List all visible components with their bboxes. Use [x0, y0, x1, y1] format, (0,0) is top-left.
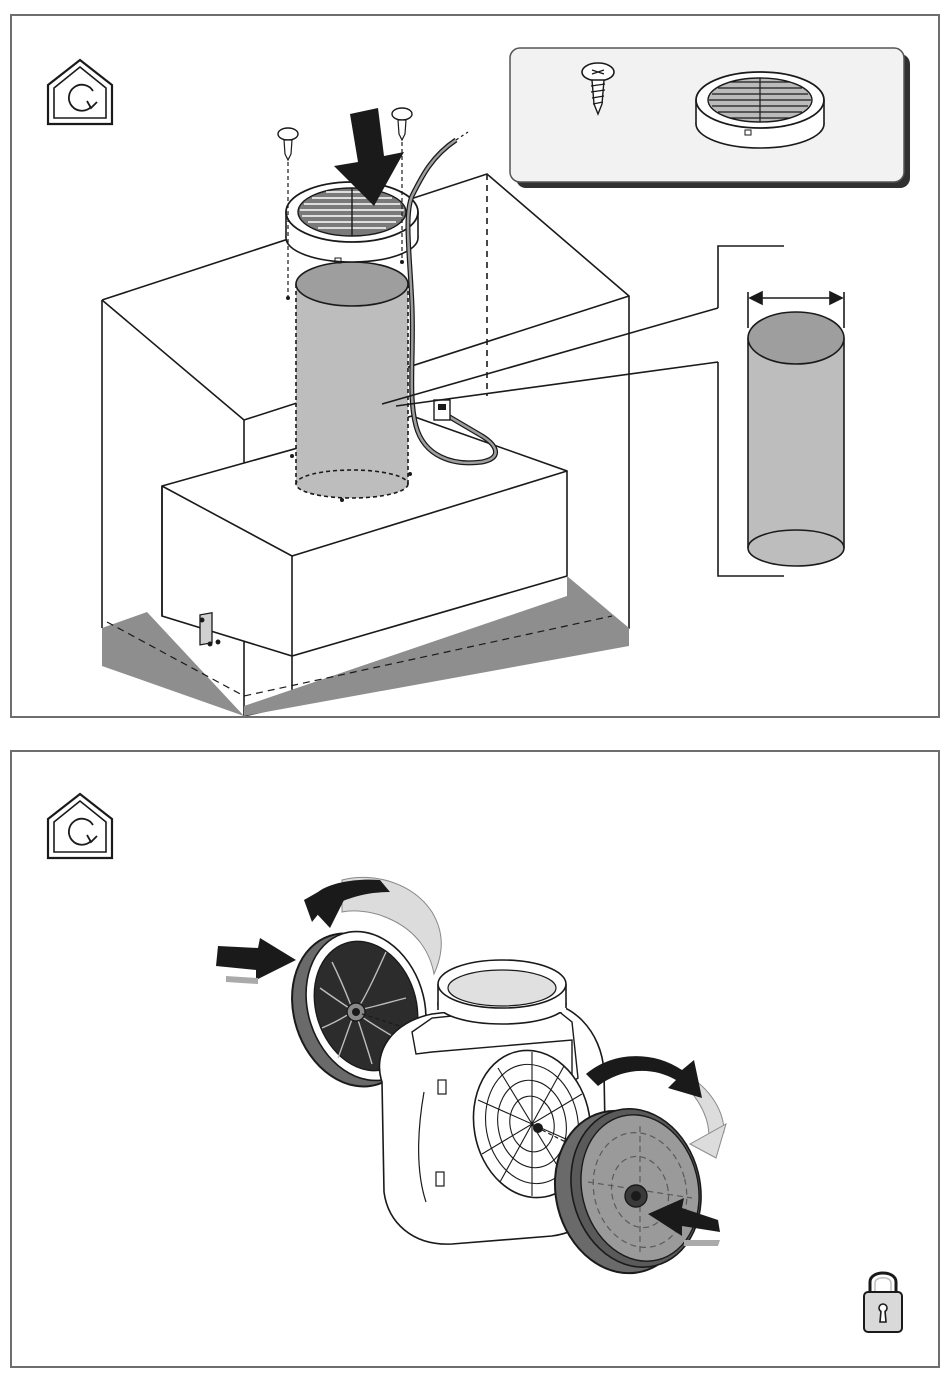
hood-installation-diagram — [12, 16, 938, 716]
house-recirculation-icon — [48, 60, 112, 124]
diagram-panel-top — [10, 14, 940, 718]
cylindrical-duct — [296, 262, 408, 498]
house-recirculation-icon — [48, 794, 112, 858]
carbon-filter-mounting-diagram — [12, 752, 938, 1366]
padlock-icon — [864, 1273, 902, 1332]
grille-collar-icon — [696, 72, 824, 148]
diagram-panel-bottom — [10, 750, 940, 1368]
parts-inset-box — [510, 48, 910, 188]
power-cable-with-plug — [408, 132, 496, 463]
push-arrow-left — [216, 938, 296, 984]
duct-cylinder-detail — [748, 312, 844, 566]
round-grille-collar — [286, 182, 418, 263]
